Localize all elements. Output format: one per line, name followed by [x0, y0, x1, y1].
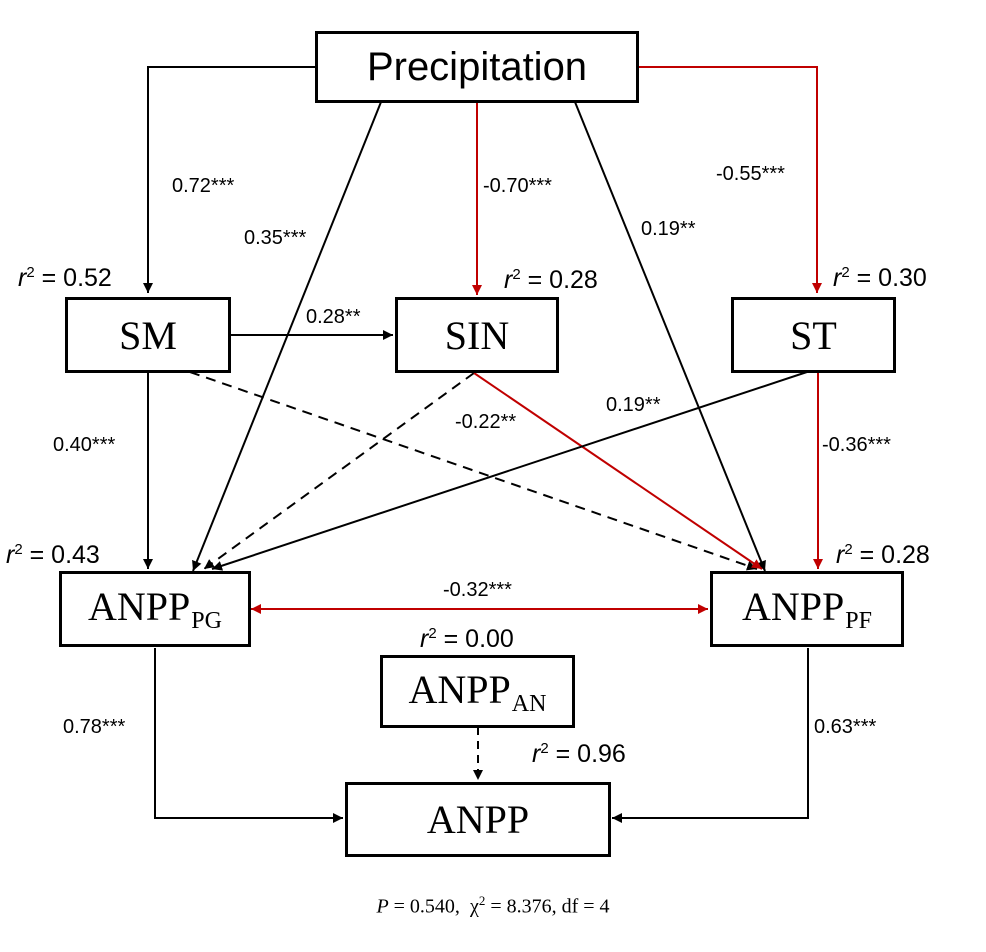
coef-pg-anpp: 0.78***	[63, 716, 126, 738]
coef-precip-sm: 0.72***	[172, 175, 235, 197]
r2-sm: r2 = 0.52	[18, 264, 112, 292]
node-anpp-pg: ANPPPG	[59, 571, 251, 647]
node-anpp-pg-label: ANPPPG	[88, 584, 222, 634]
node-anpp-an: ANPPAN	[380, 655, 575, 728]
node-precipitation-label: Precipitation	[366, 44, 588, 89]
coef-sm-pg: 0.40***	[53, 434, 116, 456]
node-precipitation: Precipitation	[315, 31, 639, 103]
node-anpp-label: ANPP	[426, 797, 530, 842]
coef-sin-pf: -0.22**	[455, 411, 517, 433]
coef-precip-pg: 0.35***	[244, 227, 307, 249]
coef-st-pf: -0.36***	[822, 434, 891, 456]
coef-precip-sin: -0.70***	[483, 175, 552, 197]
arrow-precip-st	[638, 66, 822, 293]
r2-anpp-pg: r2 = 0.43	[6, 541, 100, 569]
arrow-precip-pf	[574, 101, 766, 572]
node-sin-label: SIN	[444, 312, 510, 358]
coef-sm-sin: 0.28**	[306, 306, 361, 328]
node-st-label: ST	[790, 312, 837, 358]
r2-anpp: r2 = 0.96	[532, 740, 626, 768]
r2-sin: r2 = 0.28	[504, 266, 598, 294]
coef-precip-st: -0.55***	[716, 163, 785, 185]
coef-st-pg: 0.19**	[606, 394, 661, 416]
node-anpp: ANPP	[345, 782, 611, 857]
node-anpp-pf: ANPPPF	[710, 571, 904, 647]
node-st: ST	[731, 297, 896, 373]
node-sm-label: SM	[119, 312, 177, 358]
node-sm: SM	[65, 297, 231, 373]
arrow-sin-pf	[473, 372, 763, 570]
arrow-pg-anpp	[154, 648, 343, 823]
arrow-precip-pg	[192, 101, 382, 572]
coef-precip-pf: 0.19**	[641, 218, 696, 240]
model-fit-statistics: P = 0.540, χ2 = 8.376, df = 4	[376, 893, 610, 918]
node-anpp-pf-label: ANPPPF	[742, 584, 872, 634]
r2-anpp-pf: r2 = 0.28	[836, 541, 930, 569]
arrow-pf-anpp	[612, 648, 809, 823]
r2-anpp-an: r2 = 0.00	[420, 625, 514, 653]
node-anpp-an-label: ANPPAN	[408, 666, 547, 717]
coef-pf-anpp: 0.63***	[814, 716, 877, 738]
arrow-st-pg	[211, 370, 811, 571]
coef-pg-pf: -0.32***	[443, 579, 512, 601]
arrow-precip-sm	[143, 66, 316, 293]
r2-st: r2 = 0.30	[833, 264, 927, 292]
arrow-sm-pf-dashed	[189, 371, 758, 571]
node-sin: SIN	[395, 297, 559, 373]
arrow-sin-pg-dashed	[203, 372, 475, 570]
